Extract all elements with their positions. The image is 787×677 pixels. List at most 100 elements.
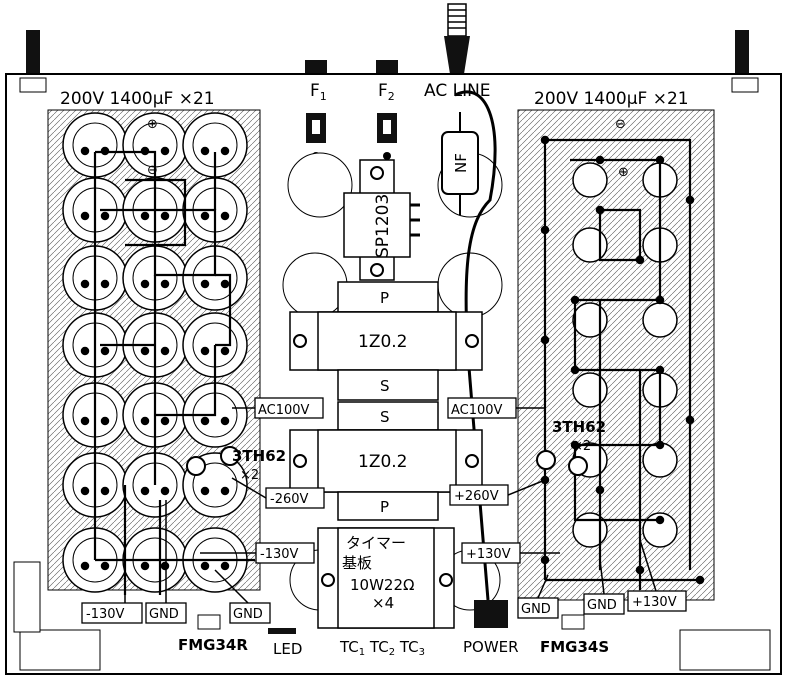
terminal-dot — [655, 515, 665, 525]
fmg34r-part — [197, 614, 221, 630]
voltage-plus130-bottom: +130V — [632, 595, 677, 610]
ac-line-label: AC LINE — [424, 81, 491, 101]
voltage-plus130-center: +130V — [466, 547, 511, 562]
timer-board-line1: タイマー — [346, 534, 406, 552]
fuse1-holder-cap — [305, 60, 327, 74]
terminal-dot — [80, 211, 90, 221]
terminal-dot — [160, 416, 170, 426]
terminal-dot — [635, 565, 645, 575]
terminal-dot — [100, 561, 110, 571]
terminal-dot — [160, 146, 170, 156]
thermistor-left-count: ×2 — [240, 468, 259, 483]
terminal-dot — [140, 146, 150, 156]
terminal-dot — [655, 365, 665, 375]
terminal-dot — [200, 416, 210, 426]
terminal-dot — [695, 575, 705, 585]
capacitor — [642, 512, 678, 548]
terminal-dot — [200, 561, 210, 571]
terminal-dot — [220, 561, 230, 571]
terminal-dot — [140, 346, 150, 356]
terminal-dot — [220, 486, 230, 496]
fuse2-holder-cap — [376, 60, 398, 74]
terminal-dot — [160, 279, 170, 289]
capacitor — [642, 302, 678, 338]
terminal-dot — [220, 211, 230, 221]
voltage-minus260: -260V — [270, 492, 309, 507]
terminal-dot — [685, 195, 695, 205]
terminal-dot — [635, 255, 645, 265]
plus-sign-left: ⊕ — [147, 117, 158, 132]
gnd-label-3: GND — [521, 602, 551, 617]
terminal-dot — [140, 416, 150, 426]
noise-filter — [441, 90, 497, 601]
terminal-dot — [220, 346, 230, 356]
terminal-dot — [100, 146, 110, 156]
bottom-bracket-right — [679, 629, 771, 671]
nf-label: NF — [452, 153, 470, 173]
terminal-dot — [655, 155, 665, 165]
led-bar — [268, 628, 296, 634]
transformer-top-label: 1Z0.2 — [358, 332, 408, 352]
terminal-dot — [200, 279, 210, 289]
minus-sign-left: ⊖ — [147, 163, 158, 178]
terminal-dot — [100, 416, 110, 426]
terminal-dot — [160, 346, 170, 356]
right-post — [735, 30, 749, 74]
gnd-label-2: GND — [233, 607, 263, 622]
terminal-dot — [200, 211, 210, 221]
tc-labels: TC1 TC2 TC3 — [339, 638, 425, 659]
terminal-dot — [570, 440, 580, 450]
fmg34s-label: FMG34S — [540, 638, 609, 656]
side-terminal — [13, 561, 41, 633]
terminal-dot — [160, 486, 170, 496]
transformer-bottom-secondary: S — [380, 408, 390, 426]
left-post — [26, 30, 40, 74]
terminal-dot — [570, 365, 580, 375]
ac100v-left: AC100V — [258, 403, 310, 418]
terminal-dot — [80, 561, 90, 571]
ac-cord-bushing — [444, 3, 470, 74]
thermistor-right-count: ×2 — [572, 439, 591, 454]
terminal-dot — [200, 346, 210, 356]
terminal-dot — [100, 279, 110, 289]
terminal-dot — [655, 440, 665, 450]
right-caps-title: 200V 1400μF ×21 — [534, 89, 689, 109]
thermistors-left — [186, 446, 240, 476]
terminal-dot — [100, 211, 110, 221]
transformer-top-secondary: S — [380, 377, 390, 395]
sp1203-label: SP1203 — [373, 194, 393, 258]
terminal-dot — [200, 146, 210, 156]
terminal-dot — [220, 146, 230, 156]
capacitor — [572, 302, 608, 338]
voltage-plus260: +260V — [454, 489, 499, 504]
capacitor-inner — [192, 462, 238, 508]
terminal-dot — [540, 555, 550, 565]
fuse1-label: F1 — [310, 81, 327, 103]
terminal-dot — [540, 335, 550, 345]
corner-bracket-left — [19, 77, 47, 93]
sp1203-module — [343, 159, 420, 281]
leader-lines — [124, 407, 657, 604]
terminal-dot — [140, 561, 150, 571]
transformer-bottom-primary: P — [380, 498, 389, 516]
timer-board — [317, 527, 455, 629]
terminal-dot — [160, 561, 170, 571]
terminal-dot — [140, 211, 150, 221]
left-caps-title: 200V 1400μF ×21 — [60, 89, 215, 109]
terminal-dot — [540, 135, 550, 145]
terminal-dot — [595, 485, 605, 495]
terminal-dot — [80, 416, 90, 426]
terminal-dot — [80, 279, 90, 289]
left-capacitor-bank — [47, 109, 261, 595]
terminal-dot — [540, 225, 550, 235]
corner-bracket-right — [731, 77, 759, 93]
terminal-dot — [100, 486, 110, 496]
ac100v-right: AC100V — [451, 403, 503, 418]
plus-sign-right: ⊕ — [618, 165, 629, 180]
transformer-bottom — [289, 401, 483, 521]
timer-board-line2: 基板 — [342, 554, 372, 572]
thermistor-right-label: 3TH62 — [552, 418, 606, 436]
voltage-minus130-bottom: -130V — [86, 607, 125, 622]
terminal-dot — [80, 146, 90, 156]
